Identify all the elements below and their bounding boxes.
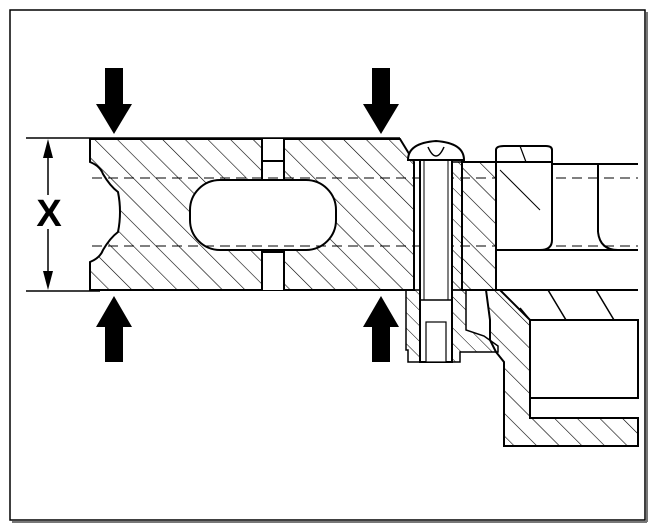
right-housing-top: [496, 163, 638, 291]
lower-housing-section: [484, 289, 639, 447]
oval-cavity: [189, 179, 337, 251]
dimension-line: [34, 139, 64, 290]
dimension-label-x: X: [36, 193, 62, 235]
bolt: [406, 139, 466, 363]
arrow-up-icon: [363, 296, 399, 362]
pin-cap: [495, 145, 553, 251]
bolt-sleeve-section: [405, 161, 499, 363]
arrow-down-icon: [96, 68, 132, 134]
arrow-up-icon: [96, 296, 132, 362]
clamp-body-section: [89, 138, 415, 291]
figure-border: [9, 9, 646, 521]
arrow-down-icon: [363, 68, 399, 134]
